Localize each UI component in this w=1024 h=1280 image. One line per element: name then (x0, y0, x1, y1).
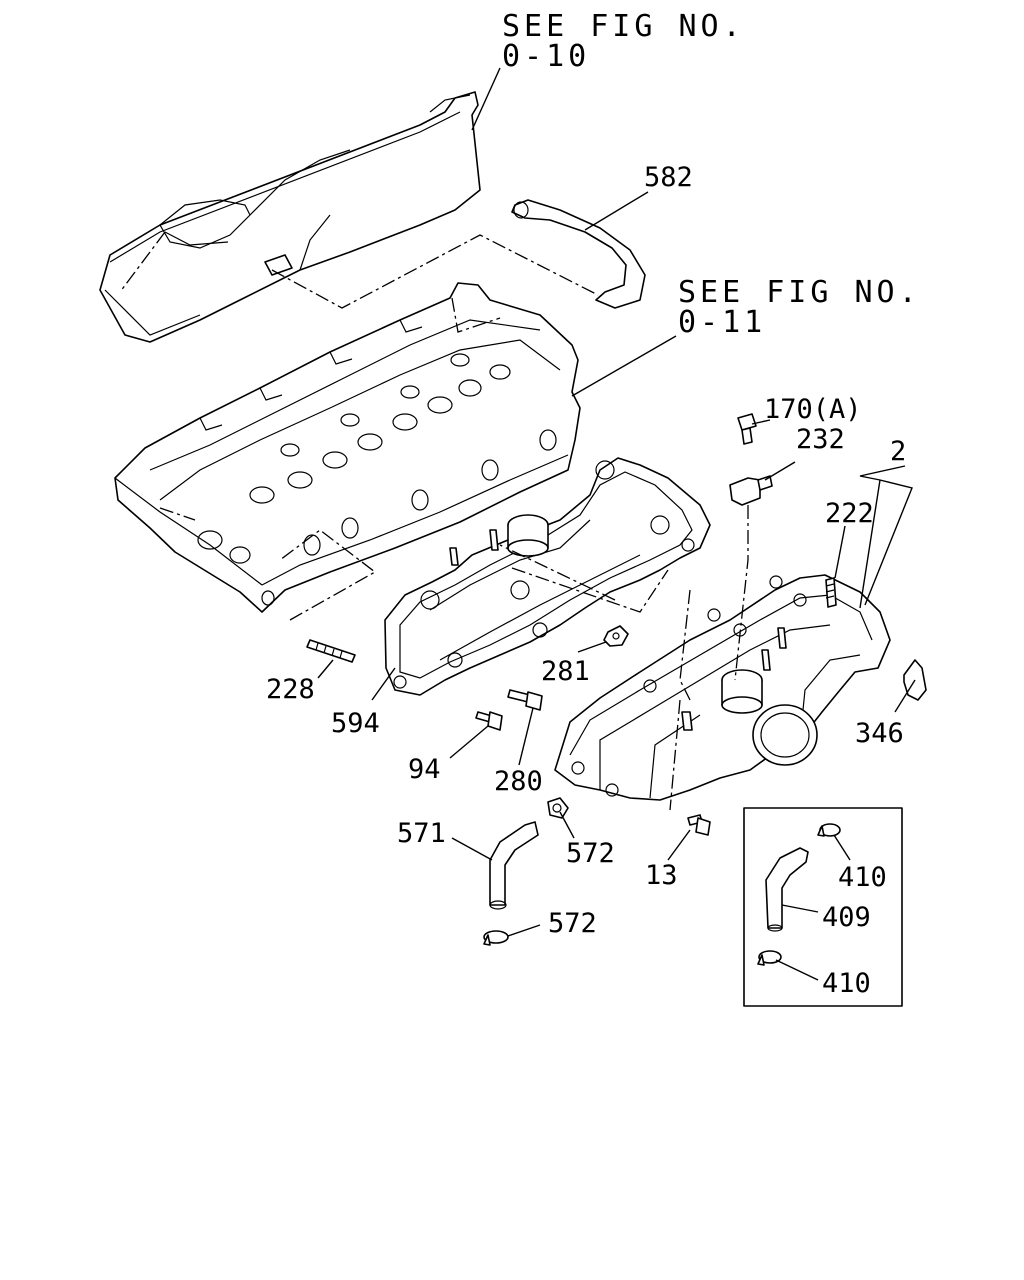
inset-box (743, 807, 903, 1007)
nut-281 (603, 625, 629, 647)
callout-281: 281 (541, 656, 590, 687)
boost-sensor (721, 669, 763, 714)
callout-280: 280 (494, 766, 543, 797)
throttle-body (752, 704, 818, 766)
callout-409: 409 (822, 902, 871, 933)
intake-manifold (554, 574, 891, 801)
callout-572-upper: 572 (566, 838, 615, 869)
bolt-94 (475, 711, 503, 731)
clamp-572-upper (547, 797, 569, 819)
ref-fig-0-11-title: SEE FIG NO. (678, 275, 921, 310)
ref-fig-0-10-number: 0-10 (502, 39, 590, 74)
callout-13: 13 (645, 860, 678, 891)
callout-346: 346 (855, 718, 904, 749)
egr-valve-small (507, 514, 549, 557)
reference-labels: SEE FIG NO. 0-10 SEE FIG NO. 0-11 (502, 9, 921, 340)
callout-594: 594 (331, 708, 380, 739)
stud-222 (825, 577, 837, 608)
hose-409 (765, 847, 809, 932)
leader-lines (317, 67, 916, 981)
callout-232: 232 (796, 424, 845, 455)
ref-fig-0-10-title: SEE FIG NO. (502, 9, 745, 44)
callout-170a: 170(A) (764, 394, 862, 425)
intake-gasket-594 (384, 457, 711, 696)
hose-571 (489, 821, 539, 910)
assembly-lines (119, 231, 749, 811)
callout-222: 222 (825, 498, 874, 529)
callout-labels: 582 170(A) 232 2 222 228 594 281 346 94 … (266, 162, 906, 999)
callout-410-lower: 410 (822, 968, 871, 999)
clamp-572-lower (483, 930, 509, 946)
cylinder-head-cover (99, 91, 481, 343)
callout-572-lower: 572 (548, 908, 597, 939)
hose-582 (511, 199, 646, 309)
bracket-232 (729, 475, 773, 506)
callout-228: 228 (266, 674, 315, 705)
valve-ports (197, 353, 557, 606)
stud-228 (306, 639, 356, 663)
clamp-410-lower (757, 950, 782, 966)
clamp-410-upper (817, 823, 841, 837)
callout-582: 582 (644, 162, 693, 193)
callout-2: 2 (890, 436, 906, 467)
bolt-13 (687, 814, 711, 836)
bolt-280 (507, 689, 543, 711)
callout-410-upper: 410 (838, 862, 887, 893)
bolt-170a (737, 413, 757, 445)
callout-94: 94 (408, 754, 441, 785)
cylinder-head (114, 282, 581, 613)
ref-fig-0-11-number: 0-11 (678, 305, 766, 340)
callout-571: 571 (397, 818, 446, 849)
